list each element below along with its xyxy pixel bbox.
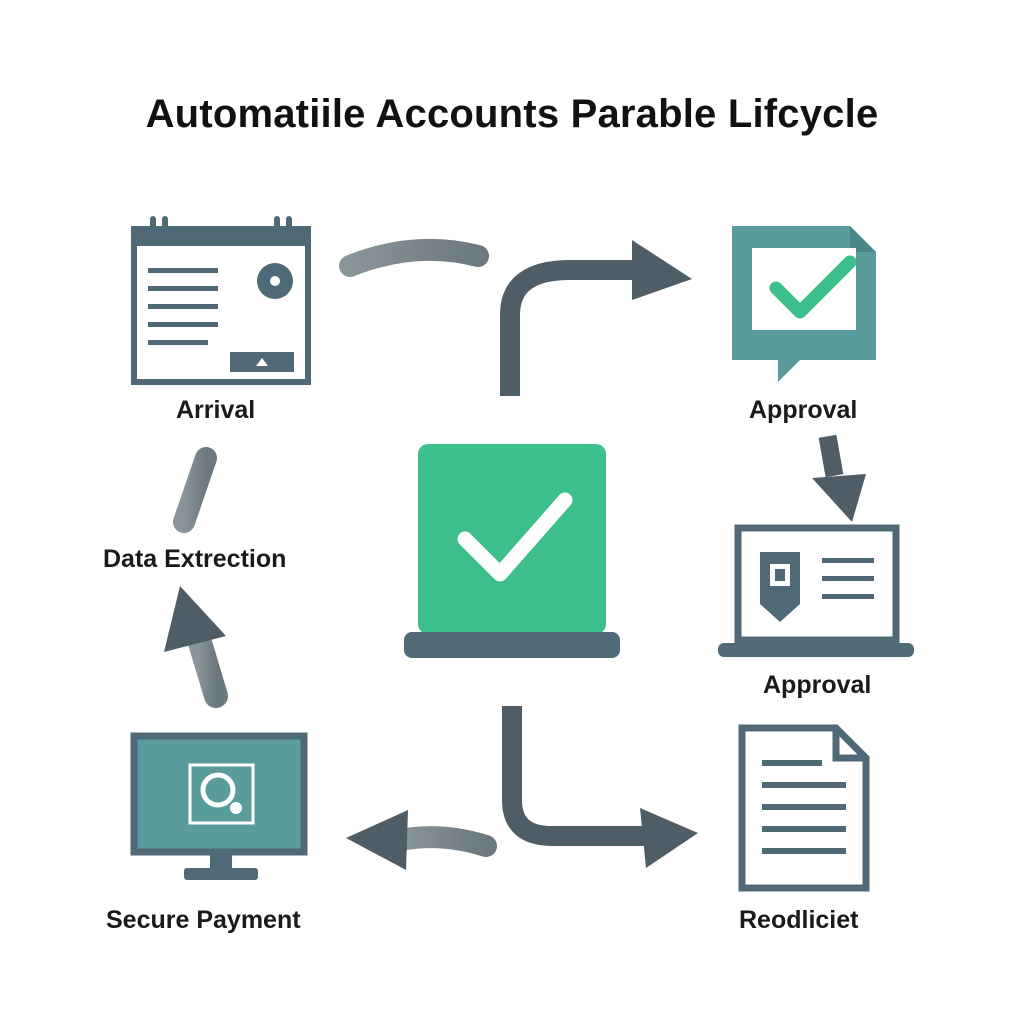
step-label-arrival: Arrival — [176, 396, 256, 424]
step-label-data-extraction: Data Extrection — [103, 545, 287, 573]
arrow-arrival-connector — [339, 238, 489, 277]
laptop-document-icon — [718, 524, 914, 657]
step-label-approval-bottom: Approval — [763, 671, 872, 699]
step-label-secure-payment: Secure Payment — [106, 906, 301, 934]
laptop-checkmark-icon — [404, 444, 620, 658]
monitor-search-icon — [130, 732, 308, 880]
step-label-final: Reodliciet — [739, 906, 859, 934]
chat-checkmark-icon — [732, 226, 876, 382]
diagram-title: Automatiile Accounts Parable Lifcycle — [145, 92, 879, 136]
arrow-center-to-final — [502, 706, 698, 868]
arrow-center-to-approval — [500, 240, 692, 396]
arrow-extraction-dash — [173, 447, 217, 533]
arrow-payment-to-extraction — [164, 586, 228, 708]
arrow-to-payment — [346, 810, 497, 870]
step-label-approval-top: Approval — [749, 396, 858, 424]
invoice-calendar-icon — [131, 216, 311, 385]
arrow-approval-down — [812, 434, 866, 522]
document-icon — [738, 724, 870, 892]
